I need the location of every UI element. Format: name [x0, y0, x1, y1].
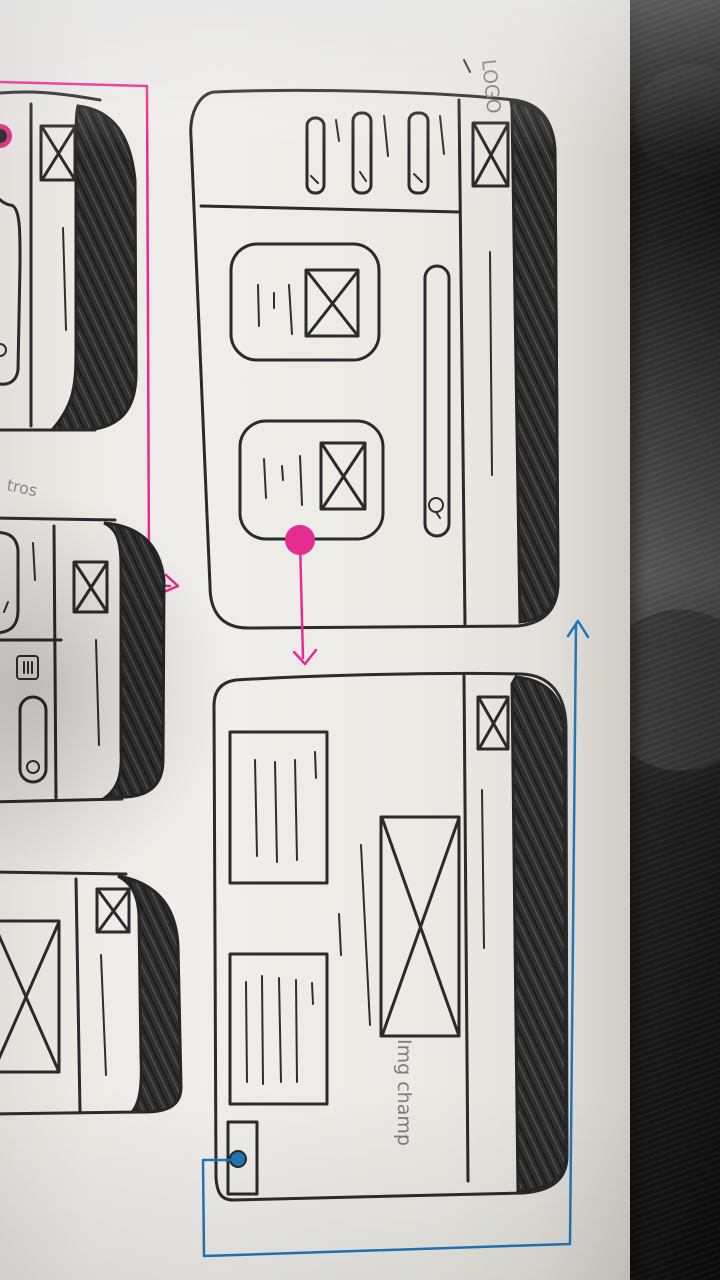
left-lower-phone	[0, 870, 183, 1116]
logo-note: LOGO	[477, 58, 505, 115]
left-middle-phone	[0, 516, 166, 804]
image-note: Img champ	[393, 1039, 415, 1146]
partial-note: tros	[5, 475, 39, 500]
bottom-phone-wireframe: Img champ	[212, 671, 569, 1202]
top-phone-wireframe: LOGO	[189, 58, 560, 630]
left-top-phone	[0, 90, 138, 432]
transition-marker	[285, 525, 315, 555]
